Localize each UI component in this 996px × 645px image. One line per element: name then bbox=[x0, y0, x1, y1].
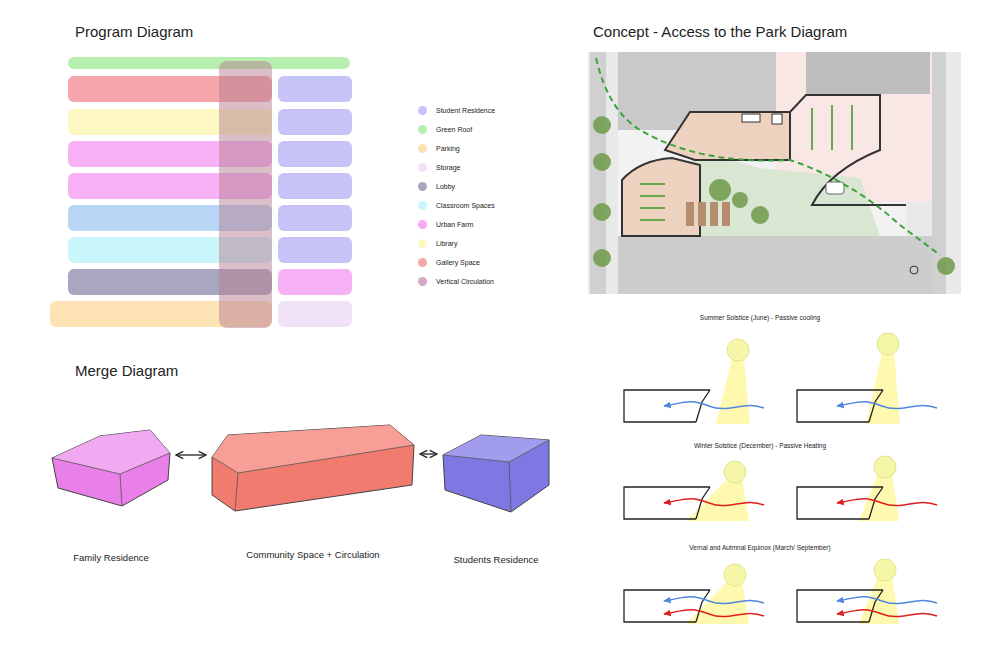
program-bar bbox=[278, 76, 352, 102]
legend: Student ResidenceGreen RoofParkingStorag… bbox=[418, 101, 495, 291]
solar-diagram bbox=[624, 333, 937, 624]
program-bar bbox=[278, 301, 352, 327]
legend-text: Library bbox=[436, 240, 457, 247]
massing-shape bbox=[210, 425, 416, 513]
legend-row: Urban Farm bbox=[418, 215, 495, 234]
legend-swatch bbox=[418, 201, 427, 210]
massing-shape bbox=[441, 430, 551, 514]
legend-swatch bbox=[418, 220, 427, 229]
site-plan bbox=[588, 52, 961, 294]
legend-swatch bbox=[418, 277, 427, 286]
sun-panel bbox=[797, 559, 937, 624]
block-label: Students Residence bbox=[453, 554, 538, 565]
program-bar bbox=[68, 57, 350, 69]
massing-block: Family Residence bbox=[50, 428, 172, 567]
legend-swatch bbox=[418, 182, 427, 191]
legend-row: Library bbox=[418, 234, 495, 253]
legend-text: Green Roof bbox=[436, 126, 472, 133]
legend-row: Storage bbox=[418, 158, 495, 177]
sun-panel bbox=[624, 564, 764, 624]
legend-swatch bbox=[418, 258, 427, 267]
legend-text: Storage bbox=[436, 164, 461, 171]
legend-text: Urban Farm bbox=[436, 221, 473, 228]
legend-text: Lobby bbox=[436, 183, 455, 190]
legend-swatch bbox=[418, 144, 427, 153]
legend-row: Student Residence bbox=[418, 101, 495, 120]
program-bar bbox=[278, 237, 352, 263]
section-heading: Program Diagram bbox=[75, 23, 193, 40]
legend-text: Gallery Space bbox=[436, 259, 480, 266]
massing-shape bbox=[50, 428, 172, 508]
program-bar bbox=[278, 269, 352, 295]
legend-row: Green Roof bbox=[418, 120, 495, 139]
legend-row: Gallery Space bbox=[418, 253, 495, 272]
block-label: Community Space + Circulation bbox=[246, 549, 379, 560]
legend-swatch bbox=[418, 125, 427, 134]
program-bars bbox=[50, 57, 352, 328]
legend-swatch bbox=[418, 163, 427, 172]
legend-text: Student Residence bbox=[436, 107, 495, 114]
program-bar bbox=[278, 109, 352, 135]
double-arrow bbox=[420, 453, 437, 454]
section-heading: Merge Diagram bbox=[75, 362, 178, 379]
circulation-band bbox=[219, 61, 272, 328]
legend-text: Vertical Circulation bbox=[436, 278, 494, 285]
legend-row: Lobby bbox=[418, 177, 495, 196]
legend-swatch bbox=[418, 239, 427, 248]
legend-swatch bbox=[418, 106, 427, 115]
massing-block: Community Space + Circulation bbox=[210, 425, 416, 564]
legend-row: Vertical Circulation bbox=[418, 272, 495, 291]
legend-text: Parking bbox=[436, 145, 460, 152]
legend-text: Classroom Spaces bbox=[436, 202, 495, 209]
legend-row: Parking bbox=[418, 139, 495, 158]
sun-caption: Summer Solstice (June) - Passive cooling bbox=[600, 314, 920, 321]
double-arrow bbox=[176, 454, 206, 455]
section-heading: Concept - Access to the Park Diagram bbox=[593, 23, 847, 40]
program-bar bbox=[278, 173, 352, 199]
sun-panel bbox=[797, 456, 937, 521]
sun-caption: Vernal and Autmnal Equinox (March/ Septe… bbox=[600, 544, 920, 551]
program-bar bbox=[278, 205, 352, 231]
sun-panel bbox=[624, 461, 764, 521]
sun-panel bbox=[797, 333, 937, 424]
sun-panel bbox=[624, 339, 764, 424]
sun-caption: Winter Solstice (December) - Passive Hea… bbox=[600, 442, 920, 449]
block-label: Family Residence bbox=[73, 552, 149, 563]
massing-block: Students Residence bbox=[441, 430, 551, 569]
legend-row: Classroom Spaces bbox=[418, 196, 495, 215]
program-bar bbox=[278, 141, 352, 167]
